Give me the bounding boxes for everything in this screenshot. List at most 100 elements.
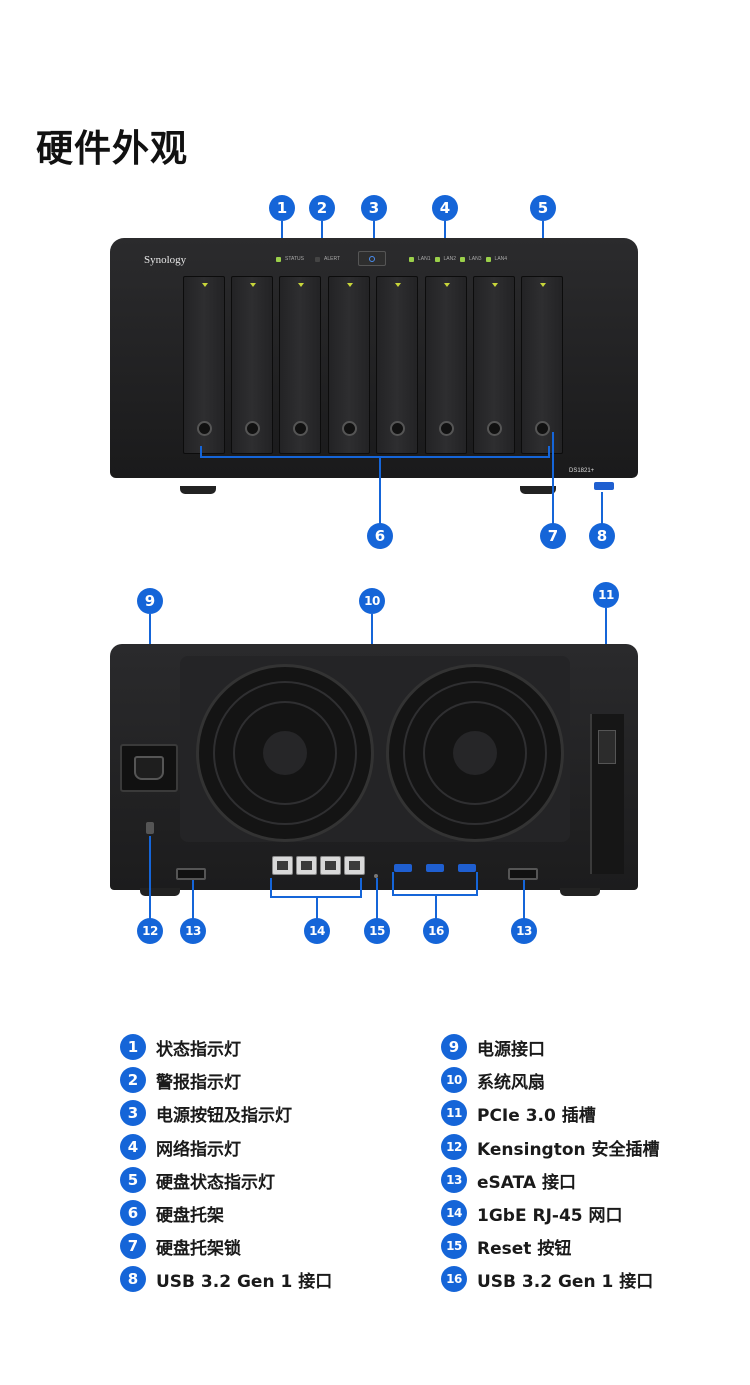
power-button[interactable] bbox=[358, 251, 386, 266]
rj45-port[interactable] bbox=[344, 856, 365, 875]
legend-badge: 15 bbox=[441, 1233, 467, 1259]
alert-led-label: ALERT bbox=[324, 256, 341, 262]
legend-badge: 8 bbox=[120, 1266, 146, 1292]
lan2-label: LAN2 bbox=[443, 256, 457, 262]
legend-label: PCIe 3.0 插槽 bbox=[477, 1105, 596, 1126]
system-fan-icon bbox=[196, 664, 374, 842]
foot bbox=[520, 486, 556, 494]
callout-badge: 9 bbox=[137, 588, 163, 614]
lan3-led-icon bbox=[460, 256, 466, 262]
tray-lock-icon[interactable] bbox=[439, 421, 454, 436]
callout-badge: 5 bbox=[530, 195, 556, 221]
legend-label: USB 3.2 Gen 1 接口 bbox=[156, 1271, 333, 1292]
callout-badge: 3 bbox=[361, 195, 387, 221]
legend-label: USB 3.2 Gen 1 接口 bbox=[477, 1271, 654, 1292]
rj45-port[interactable] bbox=[296, 856, 317, 875]
drive-tray[interactable] bbox=[183, 276, 225, 454]
legend-badge: 5 bbox=[120, 1167, 146, 1193]
callout-badge: 6 bbox=[367, 523, 393, 549]
rear-usb-port[interactable] bbox=[458, 864, 476, 872]
legend-badge: 10 bbox=[441, 1067, 467, 1093]
callout-badge: 13 bbox=[180, 918, 206, 944]
drive-led-icon bbox=[540, 283, 546, 287]
nas-front-view: Synology STATUS ALERT LAN1 LAN2 LAN3 LAN… bbox=[110, 238, 638, 494]
fan-grille bbox=[403, 681, 547, 825]
callout-badge: 13 bbox=[511, 918, 537, 944]
legend-badge: 11 bbox=[441, 1100, 467, 1126]
callout-badge: 11 bbox=[593, 582, 619, 608]
tray-lock-icon[interactable] bbox=[535, 421, 550, 436]
drive-tray[interactable] bbox=[521, 276, 563, 454]
legend-label: 电源按钮及指示灯 bbox=[156, 1105, 292, 1126]
page-title: 硬件外观 bbox=[36, 127, 188, 170]
callout-line bbox=[149, 836, 151, 920]
legend-badge: 13 bbox=[441, 1167, 467, 1193]
rear-usb-port[interactable] bbox=[394, 864, 412, 872]
drive-tray[interactable] bbox=[279, 276, 321, 454]
callout-line bbox=[392, 872, 394, 896]
drive-tray[interactable] bbox=[231, 276, 273, 454]
pcie-slot[interactable] bbox=[590, 714, 624, 874]
legend-item: 7 硬盘托架锁 bbox=[120, 1233, 241, 1259]
callout-badge: 1 bbox=[269, 195, 295, 221]
tray-lock-icon[interactable] bbox=[342, 421, 357, 436]
model-label: DS1821+ bbox=[569, 468, 595, 474]
rj45-port[interactable] bbox=[320, 856, 341, 875]
status-led-label: STATUS bbox=[285, 256, 304, 262]
kensington-slot[interactable] bbox=[146, 822, 154, 834]
legend-badge: 6 bbox=[120, 1200, 146, 1226]
legend-label: 电源接口 bbox=[477, 1039, 545, 1060]
fan-hub bbox=[453, 731, 497, 775]
drive-tray[interactable] bbox=[425, 276, 467, 454]
pcie-bracket-icon bbox=[598, 730, 616, 764]
callout-badge: 14 bbox=[304, 918, 330, 944]
callout-line bbox=[552, 432, 554, 524]
drive-led-icon bbox=[202, 283, 208, 287]
rj45-port[interactable] bbox=[272, 856, 293, 875]
legend-badge: 12 bbox=[441, 1134, 467, 1160]
rear-usb-port[interactable] bbox=[426, 864, 444, 872]
system-fan-icon bbox=[386, 664, 564, 842]
callout-badge: 12 bbox=[137, 918, 163, 944]
front-usb-port[interactable] bbox=[594, 482, 614, 490]
callout-badge: 7 bbox=[540, 523, 566, 549]
lan1-label: LAN1 bbox=[418, 256, 431, 262]
foot bbox=[180, 486, 216, 494]
nas-rear-view bbox=[110, 644, 638, 896]
status-led-icon bbox=[276, 256, 281, 262]
callout-line bbox=[476, 872, 478, 896]
esata-port[interactable] bbox=[508, 868, 538, 880]
tray-lock-icon[interactable] bbox=[197, 421, 212, 436]
foot bbox=[560, 888, 600, 896]
drive-tray[interactable] bbox=[376, 276, 418, 454]
callout-line bbox=[548, 446, 550, 458]
legend-item: 3 电源按钮及指示灯 bbox=[120, 1100, 292, 1126]
callout-line bbox=[270, 878, 272, 898]
legend-label: 硬盘托架锁 bbox=[156, 1238, 241, 1259]
esata-port[interactable] bbox=[176, 868, 206, 880]
reset-button[interactable] bbox=[374, 874, 378, 878]
tray-lock-icon[interactable] bbox=[487, 421, 502, 436]
legend-badge: 9 bbox=[441, 1034, 467, 1060]
power-connector[interactable] bbox=[120, 744, 178, 792]
drive-tray[interactable] bbox=[328, 276, 370, 454]
callout-line bbox=[376, 878, 378, 920]
callout-line bbox=[192, 880, 194, 920]
drive-tray[interactable] bbox=[473, 276, 515, 454]
legend-badge: 3 bbox=[120, 1100, 146, 1126]
legend-badge: 1 bbox=[120, 1034, 146, 1060]
tray-lock-icon[interactable] bbox=[245, 421, 260, 436]
legend-badge: 14 bbox=[441, 1200, 467, 1226]
tray-lock-icon[interactable] bbox=[293, 421, 308, 436]
legend-label: 状态指示灯 bbox=[156, 1039, 241, 1060]
fan-grille bbox=[423, 701, 527, 805]
drive-led-icon bbox=[298, 283, 304, 287]
legend-badge: 7 bbox=[120, 1233, 146, 1259]
tray-lock-icon[interactable] bbox=[390, 421, 405, 436]
